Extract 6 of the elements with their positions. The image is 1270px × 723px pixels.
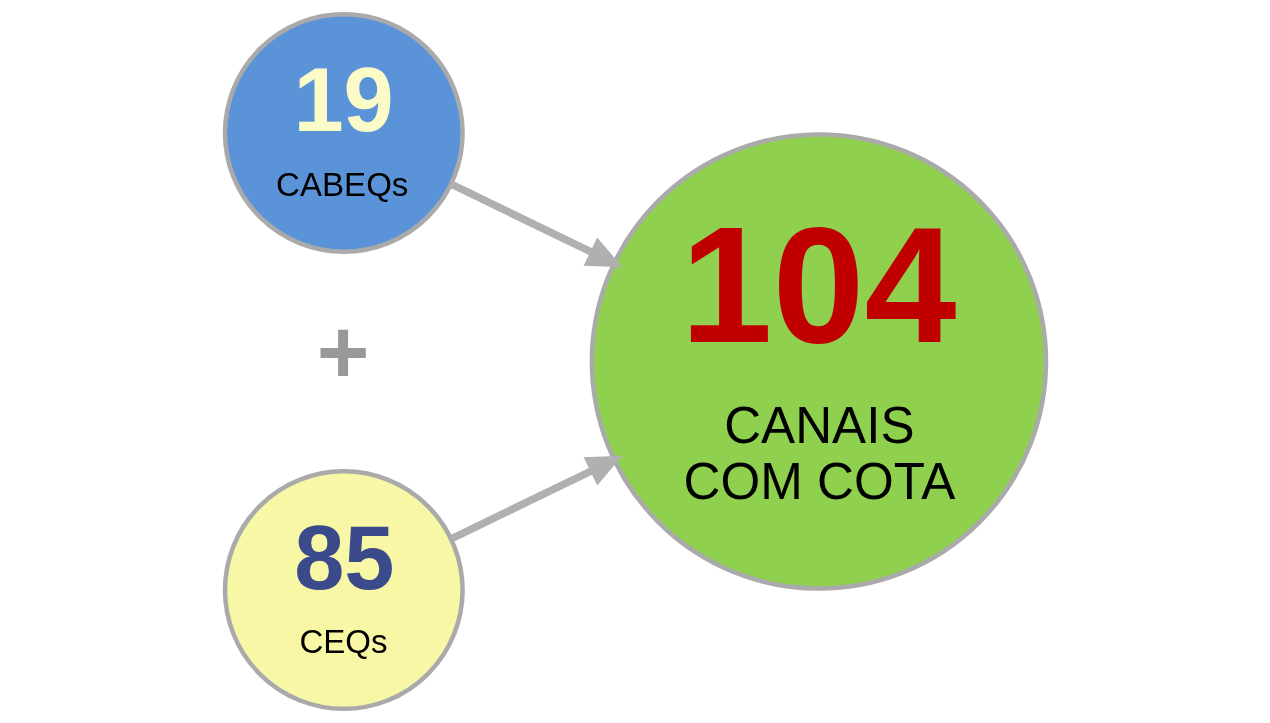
label: +: [316, 300, 369, 402]
arrow: [449, 180, 623, 268]
node-circle: 85 CEQs: [222, 469, 465, 712]
node-circle: 19 CABEQs: [222, 11, 465, 254]
node-circle: 104 CANAIS COM COTA: [589, 132, 1048, 591]
arrow: [449, 455, 623, 543]
